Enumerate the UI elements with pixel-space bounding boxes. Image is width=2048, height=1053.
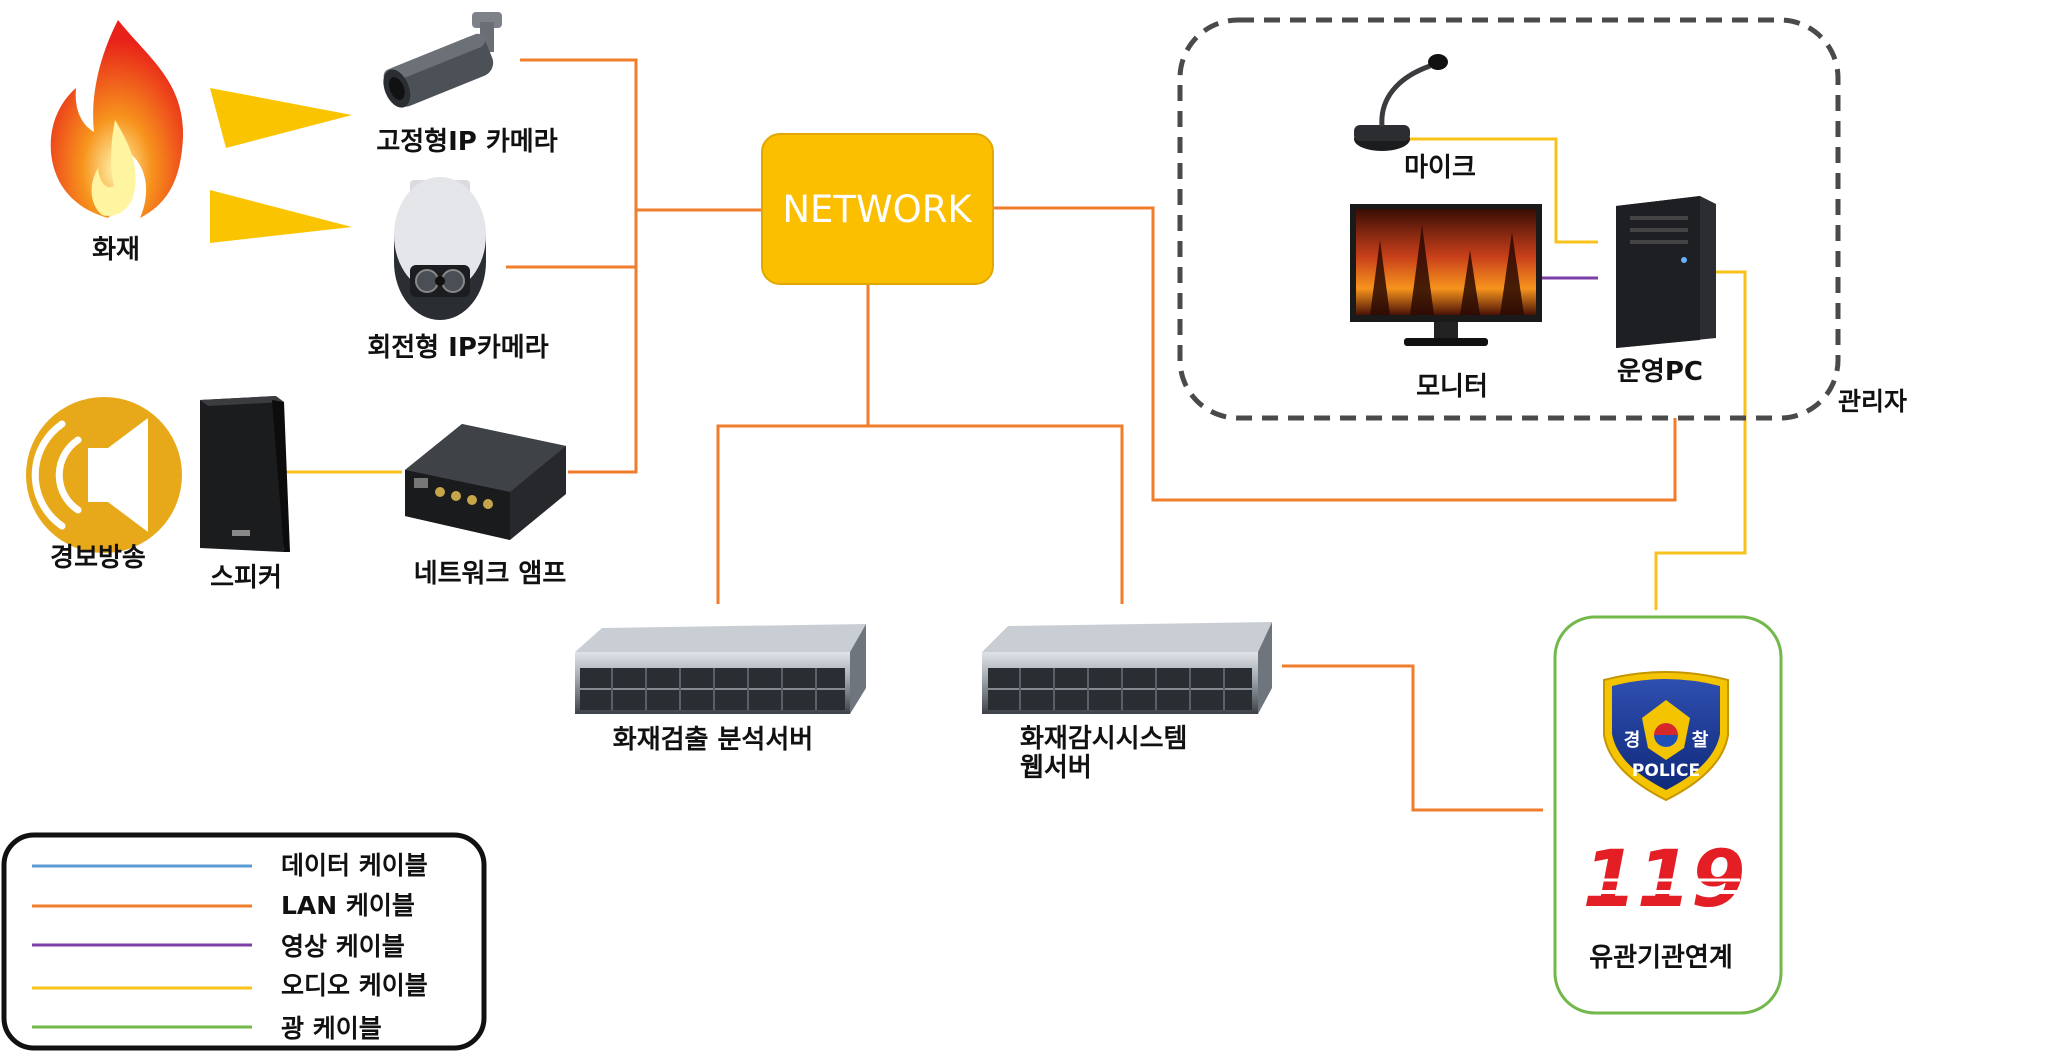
admin-group-label: 관리자 (1838, 387, 1907, 416)
legend-item: 데이터 케이블 (32, 851, 428, 880)
fire-icon (50, 20, 184, 218)
fire-node: 화재 (50, 20, 352, 265)
speaker-label: 스피커 (210, 563, 282, 593)
legend: 데이터 케이블 LAN 케이블 영상 케이블 오디오 케이블 광 케이블 (1, 832, 487, 1051)
audio-cable-pc-agency (1654, 270, 1747, 610)
alarm-broadcast-label: 경보방송 (50, 543, 146, 573)
legend-item: 광 케이블 (32, 1014, 382, 1043)
desktop-pc-icon (1616, 196, 1716, 348)
analysis-server-label: 화재검출 분석서버 (613, 725, 813, 755)
agency-label: 유관기관연계 (1589, 943, 1733, 973)
network-amp-label: 네트워크 앰프 (414, 559, 567, 589)
operating-pc-node[interactable]: 운영PC (1616, 196, 1716, 387)
web-server-label-line2: 웹서버 (1020, 753, 1092, 783)
network-label: NETWORK (782, 188, 973, 231)
alarm-broadcast-node: 경보방송 (26, 397, 182, 573)
network-amp-node[interactable]: 네트워크 앰프 (405, 424, 566, 589)
legend-item: LAN 케이블 (32, 891, 415, 920)
network-hub[interactable]: NETWORK (761, 133, 994, 285)
police-badge-label: POLICE (1632, 761, 1700, 781)
microphone-icon (1354, 54, 1448, 151)
speaker-sound-icon (26, 397, 182, 553)
analysis-server-node[interactable]: 화재검출 분석서버 (575, 624, 866, 755)
camera-view-beam-upper (210, 88, 352, 148)
lan-cable-webserver-to-agency (1282, 664, 1543, 812)
legend-item: 오디오 케이블 (32, 971, 428, 1000)
monitor-label: 모니터 (1416, 372, 1488, 402)
fixed-camera-label: 고정형IP 카메라 (376, 127, 557, 157)
lan-cables (506, 58, 1677, 812)
dome-camera-icon (394, 177, 486, 320)
legend-label-audio: 오디오 케이블 (281, 971, 428, 1000)
rack-server-icon (575, 624, 866, 714)
admin-group-boundary (1177, 17, 1841, 421)
legend-label-data: 데이터 케이블 (281, 851, 428, 880)
rack-server-icon (982, 622, 1272, 714)
legend-label-video: 영상 케이블 (281, 932, 405, 961)
legend-label-lan: LAN 케이블 (281, 891, 415, 920)
fire-label: 화재 (92, 235, 140, 265)
operating-pc-label: 운영PC (1617, 357, 1703, 387)
audio-cable-mic-pc (1400, 137, 1598, 244)
mic-node[interactable]: 마이크 (1354, 54, 1476, 183)
ptz-camera-node[interactable]: 회전형 IP카메라 (367, 177, 549, 363)
web-server-node[interactable]: 화재감시시스템 웹서버 (982, 622, 1272, 783)
speaker-node[interactable]: 스피커 (200, 396, 290, 593)
legend-label-optical: 광 케이블 (281, 1014, 382, 1043)
camera-view-beam-lower (210, 190, 352, 243)
monitor-node[interactable]: 모니터 (1350, 204, 1542, 402)
web-server-label-line1: 화재감시시스템 (1020, 724, 1187, 754)
mic-label: 마이크 (1404, 153, 1476, 183)
bullet-camera-icon (383, 12, 502, 108)
police-emblem-icon: 경 찰 POLICE (1603, 671, 1729, 802)
legend-item: 영상 케이블 (32, 932, 405, 961)
monitor-icon (1350, 204, 1542, 346)
fire-119-logo: 119 (1583, 835, 1746, 925)
loudspeaker-icon (200, 396, 290, 552)
ptz-camera-label: 회전형 IP카메라 (367, 333, 548, 363)
lan-cable-to-servers (716, 424, 1124, 604)
lan-cable-network-to-pc (993, 206, 1677, 502)
legend-box (1, 832, 487, 1051)
fixed-camera-node[interactable]: 고정형IP 카메라 (376, 12, 558, 157)
police-char-right: 찰 (1692, 730, 1709, 751)
amplifier-icon (405, 424, 566, 540)
audio-cables (284, 137, 1747, 610)
police-char-left: 경 (1624, 730, 1641, 751)
agency-node[interactable]: 경 찰 POLICE 119 유관기관연계 (1553, 615, 1783, 1015)
